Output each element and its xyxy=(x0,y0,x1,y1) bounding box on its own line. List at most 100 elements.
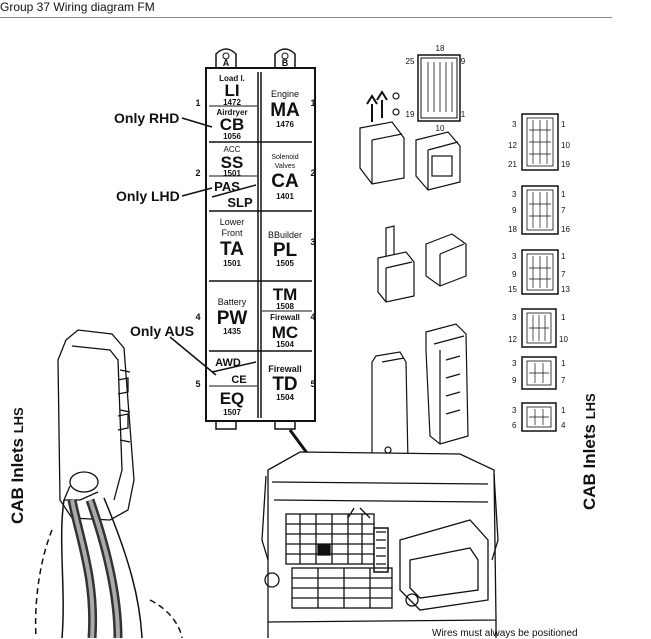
footer-note: Wires must always be positioned xyxy=(432,628,578,639)
cell-ss-desc: ACC xyxy=(224,145,241,154)
cell-slp-code: SLP xyxy=(227,195,253,210)
rc5-tr: 1 xyxy=(561,359,566,368)
rc5-bl: 9 xyxy=(512,376,517,385)
cell-awd-code: AWD xyxy=(215,357,241,369)
rc1-tr: 1 xyxy=(561,120,566,129)
row-2-right: 2 xyxy=(310,168,315,178)
cell-li-desc: Load l. xyxy=(219,74,245,83)
cell-pas-code: PAS xyxy=(214,179,240,194)
cell-ma-code: MA xyxy=(270,100,300,121)
cell-pl-desc: BBuilder xyxy=(268,230,302,240)
connector-face-9pin xyxy=(521,356,557,390)
connector-face-6pin xyxy=(521,402,557,432)
cell-mc-desc: Firewall xyxy=(270,313,300,322)
cell-td-number: 1504 xyxy=(276,393,294,402)
foot-b xyxy=(274,420,296,430)
row-1-left: 1 xyxy=(195,98,200,108)
rc6-tr: 1 xyxy=(561,406,566,415)
rc3-mr: 7 xyxy=(561,270,566,279)
cell-cb-number: 1056 xyxy=(223,132,241,141)
relay-centre-body xyxy=(205,67,316,422)
cell-ca-number: 1401 xyxy=(276,192,294,201)
cell-eq-number: 1507 xyxy=(223,408,241,417)
cell-pl-code: PL xyxy=(273,240,298,261)
cell-li-code: LI xyxy=(224,81,239,100)
cell-ca-desc-2: Valves xyxy=(275,163,296,170)
leader-only-lhd xyxy=(181,187,213,197)
connector-top-pin-10: 10 xyxy=(436,124,445,133)
row-1-right: 1 xyxy=(310,98,315,108)
label-only-lhd: Only LHD xyxy=(116,188,180,204)
connector-face-21pin xyxy=(521,113,559,171)
rc3-tr: 1 xyxy=(561,252,566,261)
cell-ta-desc-1: Lower xyxy=(220,217,245,227)
row-3-right: 3 xyxy=(310,237,315,247)
rc1-tl: 3 xyxy=(512,120,517,129)
connector-top-pin-1: 1 xyxy=(461,110,466,119)
mount-hole-a xyxy=(222,52,230,60)
cell-td-code: TD xyxy=(272,374,297,395)
rc3-tl: 3 xyxy=(512,252,517,261)
connector-face-18pin xyxy=(521,185,559,235)
label-only-aus: Only AUS xyxy=(130,323,195,339)
cell-pw-number: 1435 xyxy=(223,327,241,336)
mount-tab-b xyxy=(274,48,296,68)
connector-face-15pin xyxy=(521,249,559,295)
right-connector-faces xyxy=(521,113,559,432)
rc1-ml: 12 xyxy=(508,141,517,150)
connector-top-pin-18: 18 xyxy=(436,44,445,53)
column-b-label: B xyxy=(282,58,289,68)
cell-ma-desc: Engine xyxy=(271,89,299,99)
cell-ta-code: TA xyxy=(220,239,244,260)
cell-tm-code: TM xyxy=(273,285,298,304)
foot-a xyxy=(215,420,237,430)
rc2-bl: 18 xyxy=(508,225,517,234)
column-a-label: A xyxy=(223,58,230,68)
rc5-br: 7 xyxy=(561,376,566,385)
cell-ss-code: SS xyxy=(221,153,244,172)
cell-pw-code: PW xyxy=(217,308,248,329)
rc4-bl: 12 xyxy=(508,335,517,344)
connector-top-pin-9: 9 xyxy=(461,57,466,66)
connector-top xyxy=(417,54,461,122)
leader-only-aus xyxy=(169,336,217,376)
row-2-left: 2 xyxy=(195,168,200,178)
cell-ca-desc-1: Solenoid xyxy=(271,154,298,161)
cell-mc-number: 1504 xyxy=(276,340,294,349)
rc5-tl: 3 xyxy=(512,359,517,368)
cell-td-desc: Firewall xyxy=(268,364,302,374)
rc6-bl: 6 xyxy=(512,421,517,430)
cell-tm-number: 1508 xyxy=(276,302,294,311)
cell-ss-number: 1501 xyxy=(223,169,241,178)
leader-only-rhd xyxy=(181,117,213,128)
row-5-right: 5 xyxy=(310,379,315,389)
rc2-ml: 9 xyxy=(512,206,517,215)
cell-mc-code: MC xyxy=(272,323,298,342)
rc3-ml: 9 xyxy=(512,270,517,279)
cell-cb-desc: Airdryer xyxy=(216,108,247,117)
rc2-mr: 7 xyxy=(561,206,566,215)
cell-eq-code: EQ xyxy=(220,389,245,408)
truck-front-illustration xyxy=(261,451,499,638)
cell-pw-desc: Battery xyxy=(218,297,247,307)
connector-top-pin-25: 25 xyxy=(406,57,415,66)
rc1-bl: 21 xyxy=(508,160,517,169)
cell-cb-code: CB xyxy=(220,115,245,134)
connector-assembly-2 xyxy=(377,225,467,303)
cell-ta-number: 1501 xyxy=(223,259,241,268)
rc1-br: 19 xyxy=(561,160,570,169)
connector-face-12pin xyxy=(521,308,557,348)
rc4-tr: 1 xyxy=(561,313,566,322)
cell-ca-code: CA xyxy=(271,171,299,192)
row-4-right: 4 xyxy=(310,312,315,322)
rc2-br: 16 xyxy=(561,225,570,234)
rc2-tl: 3 xyxy=(512,190,517,199)
rc2-tr: 1 xyxy=(561,190,566,199)
header-divider xyxy=(0,17,612,18)
label-only-rhd: Only RHD xyxy=(114,110,180,126)
rc4-br: 10 xyxy=(559,335,568,344)
rc6-tl: 3 xyxy=(512,406,517,415)
cab-pillar-harness xyxy=(34,329,183,638)
row-4-left: 4 xyxy=(195,312,200,322)
